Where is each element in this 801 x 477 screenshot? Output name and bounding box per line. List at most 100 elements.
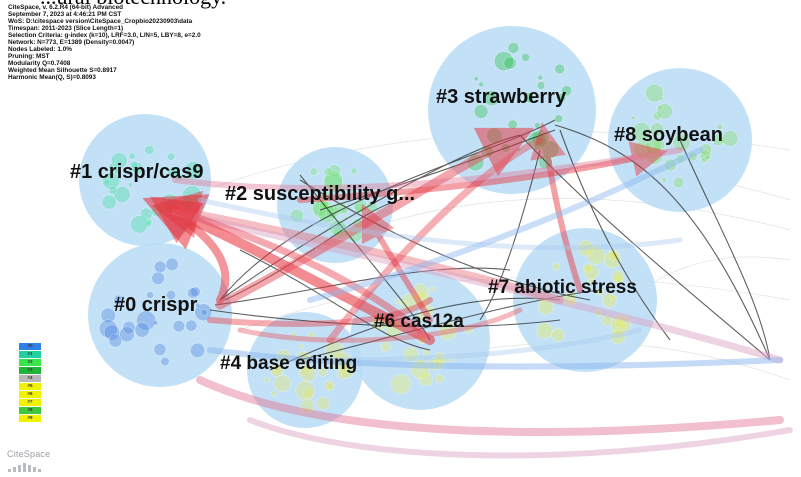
network-node: [323, 170, 343, 191]
network-node: [602, 293, 617, 308]
network-node: [538, 299, 554, 315]
network-node: [699, 143, 713, 156]
network-node: [166, 152, 176, 161]
meta-line: CiteSpace, v. 6.2.R4 (64-bit) Advanced: [8, 4, 124, 11]
network-node: [150, 203, 165, 218]
network-node: [299, 365, 317, 382]
network-node: [336, 368, 349, 380]
network-node: [507, 119, 518, 130]
cluster-labels: #1 crispr/cas9 #2 susceptibility g... #3…: [70, 86, 723, 374]
network-node: [554, 114, 564, 124]
network-node: [413, 291, 431, 309]
network-node: [302, 387, 314, 399]
network-node: [172, 320, 186, 333]
network-node: [567, 245, 573, 251]
legend-swatch: #0: [19, 343, 41, 350]
network-node: [166, 289, 177, 301]
meta-line: Network: N=773, E=1389 (Density=0.0047): [8, 39, 135, 46]
network-node: [536, 81, 546, 90]
network-node: [523, 92, 535, 104]
network-node: [478, 81, 485, 88]
network-node: [289, 208, 304, 223]
network-node: [721, 130, 739, 147]
network-node: [127, 307, 133, 313]
network-node: [586, 246, 606, 265]
network-node: [325, 204, 340, 219]
network-node: [136, 310, 157, 331]
meta-line: Timespan: 2011-2023 (Slice Length=1): [8, 25, 124, 32]
citespace-logo-bars: [8, 462, 46, 472]
meta-line: Pruning: MST: [8, 53, 50, 60]
network-node: [711, 134, 724, 147]
legend-swatch: #1: [19, 351, 41, 358]
network-node: [473, 76, 479, 82]
page-top-text: ...ural biotechnology.: [40, 0, 226, 10]
network-node: [263, 376, 270, 383]
network-node: [390, 373, 412, 395]
network-node: [503, 56, 517, 70]
network-node: [675, 154, 686, 164]
network-node: [611, 270, 625, 283]
network-node: [298, 343, 304, 349]
network-node: [603, 250, 622, 269]
meta-line: September 7, 2023 at 4:46:21 PM CST: [8, 11, 122, 18]
burst-arrows: [142, 122, 793, 459]
cluster-label-1: #1 crispr/cas9: [70, 161, 203, 183]
network-node: [323, 167, 333, 177]
network-node: [103, 179, 111, 186]
network-node: [113, 294, 125, 306]
cluster-0-area: [88, 243, 232, 387]
cluster-label-7: #7 abiotic stress: [488, 277, 637, 298]
network-node: [716, 123, 724, 131]
network-node: [656, 103, 673, 120]
network-node: [101, 194, 117, 210]
network-node: [614, 318, 625, 329]
legend-swatch: #2: [19, 359, 41, 366]
network-node: [108, 163, 116, 171]
network-node: [194, 303, 213, 322]
network-node: [122, 320, 136, 335]
network-node: [552, 262, 561, 271]
network-node: [98, 319, 118, 339]
network-node: [719, 137, 726, 145]
cluster-label-2: #2 susceptibility g...: [225, 183, 415, 205]
network-node: [340, 187, 347, 193]
network-node: [619, 322, 628, 330]
network-node: [327, 164, 342, 178]
network-node: [102, 171, 121, 190]
network-node: [567, 298, 575, 305]
network-node: [316, 396, 331, 411]
network-node: [189, 286, 201, 298]
network-node: [688, 151, 698, 162]
network-node: [151, 271, 165, 285]
network-node: [113, 185, 131, 204]
network-node: [130, 215, 149, 234]
network-node: [521, 52, 531, 62]
network-node: [153, 260, 167, 274]
network-node: [128, 152, 137, 160]
network-node: [270, 390, 278, 397]
network-node: [144, 145, 155, 156]
network-node: [167, 166, 179, 178]
network-node: [483, 90, 500, 107]
legend-swatch: #4: [19, 375, 41, 382]
network-node: [290, 331, 297, 338]
network-node: [349, 189, 355, 195]
network-node: [583, 264, 600, 280]
network-node: [380, 341, 392, 353]
network-node: [185, 319, 198, 332]
cluster-label-3: #3 strawberry: [436, 86, 567, 108]
network-node: [493, 51, 514, 72]
network-node: [614, 274, 623, 284]
network-node: [174, 172, 184, 182]
network-node: [270, 363, 284, 378]
network-node: [672, 176, 685, 189]
network-node: [658, 96, 664, 101]
citespace-logo: CiteSpace: [7, 449, 51, 459]
legend-swatch: #3: [19, 367, 41, 374]
legend-swatch: #7: [19, 399, 41, 406]
network-node: [473, 104, 489, 119]
cluster-label-8: #8 soybean: [614, 124, 723, 146]
network-node: [130, 160, 139, 169]
